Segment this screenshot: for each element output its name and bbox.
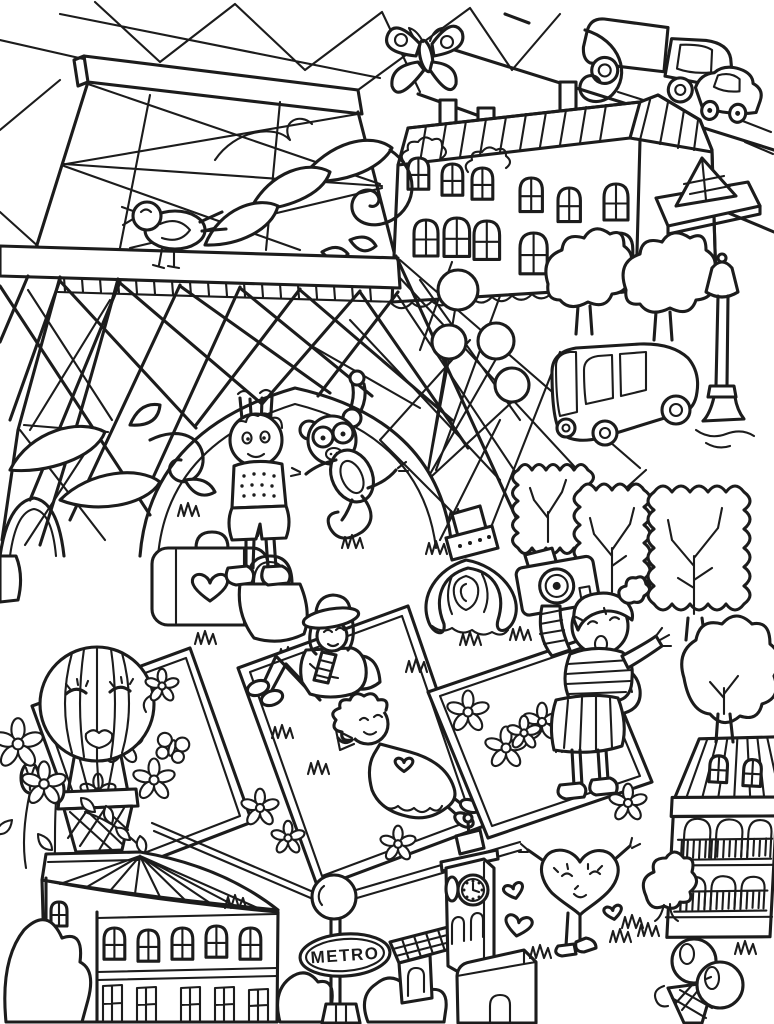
small-bag — [0, 554, 23, 604]
balloon-cluster — [426, 268, 531, 478]
hanging-monkey — [289, 369, 410, 540]
round-tree — [680, 614, 774, 744]
lattice-net — [0, 278, 470, 522]
hanging-boy — [224, 388, 292, 587]
right-building — [664, 735, 774, 939]
ornamental-swirls — [203, 117, 414, 263]
butterfly — [385, 24, 465, 94]
perfume-bottle — [424, 504, 518, 636]
street-lamp — [694, 252, 756, 449]
corner-balloons — [653, 937, 745, 1024]
clock-tower — [439, 812, 538, 1024]
round-trees — [544, 227, 717, 342]
girl-with-camera — [514, 546, 673, 801]
small-car — [693, 65, 763, 124]
metro-sign: METRO — [298, 873, 392, 1024]
louvre-pyramid — [654, 156, 762, 236]
man-with-hat — [245, 593, 382, 708]
bushes — [276, 971, 448, 1024]
small-butterfly — [155, 731, 191, 764]
eiffel-tower — [0, 0, 648, 558]
bird-on-ledge — [120, 200, 228, 270]
sunbathing-girl — [331, 692, 482, 829]
wires — [150, 821, 523, 904]
metro-sign-label: METRO — [310, 944, 380, 968]
left-building — [3, 850, 280, 1024]
ornamental-swirls-left — [8, 402, 217, 509]
heart-character — [517, 836, 642, 958]
haussmann-building — [390, 80, 718, 310]
picnic-blanket-middle — [236, 593, 486, 890]
van — [550, 342, 700, 447]
small-tree — [641, 850, 699, 923]
hot-air-balloon — [38, 645, 181, 854]
